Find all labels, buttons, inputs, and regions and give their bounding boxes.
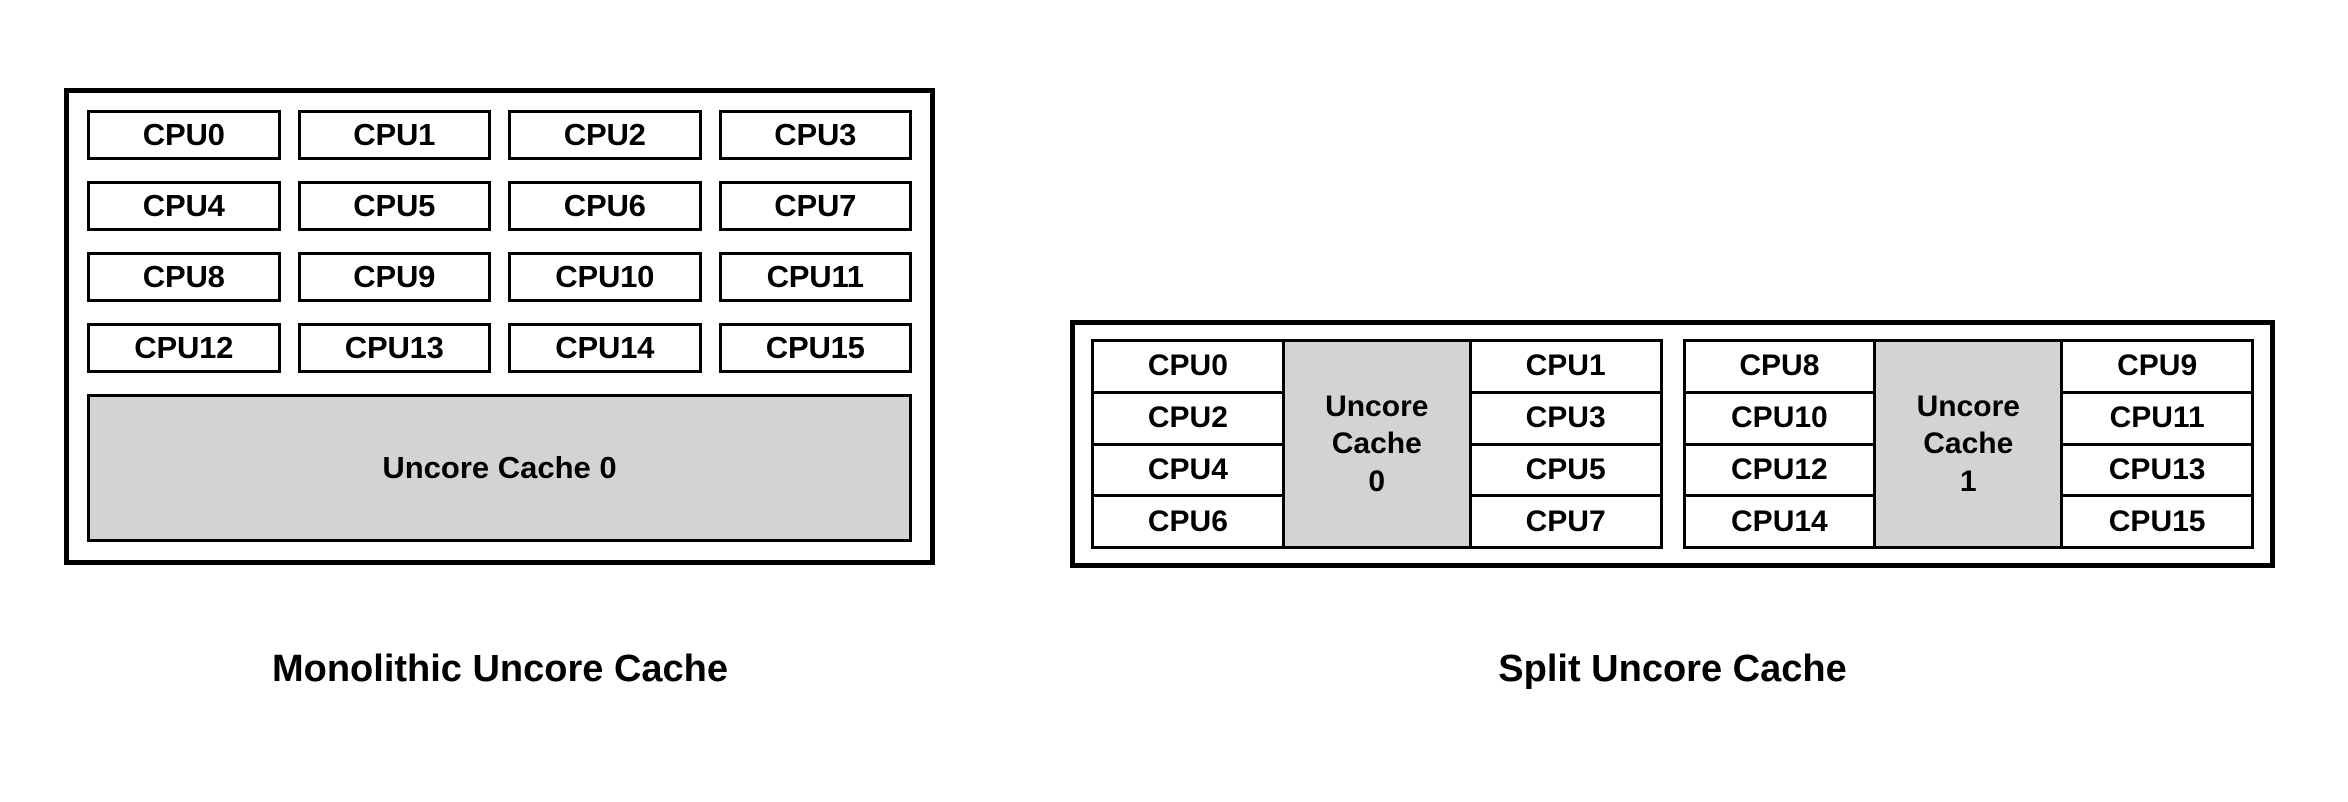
split-uncore-cache-diagram: CPU0 CPU2 CPU4 CPU6 Uncore Cache 0 CPU1 …: [1070, 320, 2275, 568]
cpu-box: CPU10: [1685, 393, 1874, 446]
cache-label-line: Uncore: [1916, 389, 2020, 423]
cpu-box: CPU12: [87, 323, 281, 373]
cpu-box: CPU1: [1471, 342, 1660, 394]
cpu-box: CPU5: [1471, 445, 1660, 498]
cpu-box: CPU12: [1685, 445, 1874, 498]
cpu-box: CPU7: [718, 181, 912, 231]
cpu-box: CPU6: [508, 181, 702, 231]
cpu-box: CPU13: [2063, 445, 2251, 498]
cpu-box: CPU0: [87, 110, 281, 160]
cpu-box: CPU9: [297, 252, 491, 302]
cpu-box: CPU14: [508, 323, 702, 373]
cluster-1-right-cpu-column: CPU9 CPU11 CPU13 CPU15: [2063, 342, 2251, 546]
cache-index-line: 1: [1959, 464, 1977, 498]
cpu-box: CPU4: [1094, 445, 1282, 498]
cpu-box: CPU15: [718, 323, 912, 373]
uncore-cache-block-1: Uncore Cache 1: [1873, 342, 2064, 546]
cache-label-line: Cache: [1923, 427, 2014, 461]
cpu-box: CPU8: [1685, 342, 1874, 394]
cpu-box: CPU14: [1685, 497, 1874, 546]
cpu-box: CPU11: [2063, 393, 2251, 446]
monolithic-cpu-grid: CPU0 CPU1 CPU2 CPU3 CPU4 CPU5 CPU6 CPU7 …: [87, 110, 912, 373]
cpu-box: CPU2: [1094, 393, 1282, 446]
cpu-box: CPU13: [297, 323, 491, 373]
cpu-box: CPU6: [1094, 497, 1282, 546]
cpu-box: CPU4: [87, 181, 281, 231]
monolithic-uncore-cache-diagram: CPU0 CPU1 CPU2 CPU3 CPU4 CPU5 CPU6 CPU7 …: [64, 88, 935, 565]
cpu-box: CPU3: [718, 110, 912, 160]
cluster-0-left-cpu-column: CPU0 CPU2 CPU4 CPU6: [1094, 342, 1282, 546]
cache-label-line: Uncore: [1325, 389, 1429, 423]
monolithic-inner-layout: CPU0 CPU1 CPU2 CPU3 CPU4 CPU5 CPU6 CPU7 …: [69, 93, 930, 560]
uncore-cache-block-0: Uncore Cache 0: [1281, 342, 1472, 546]
cluster-1: CPU8 CPU10 CPU12 CPU14 Uncore Cache 1 CP…: [1682, 339, 2254, 549]
cluster-1-left-cpu-column: CPU8 CPU10 CPU12 CPU14: [1685, 342, 1874, 546]
cpu-box: CPU5: [297, 181, 491, 231]
cpu-box: CPU15: [2063, 497, 2251, 546]
cpu-box: CPU9: [2063, 342, 2251, 394]
cpu-box: CPU11: [718, 252, 912, 302]
cpu-box: CPU3: [1471, 393, 1660, 446]
cpu-box: CPU7: [1471, 497, 1660, 546]
monolithic-caption: Monolithic Uncore Cache: [271, 648, 729, 690]
cpu-box: CPU8: [87, 252, 281, 302]
cpu-box: CPU2: [508, 110, 702, 160]
cache-index-line: 0: [1368, 464, 1386, 498]
split-caption: Split Uncore Cache: [1498, 648, 1847, 690]
cluster-0: CPU0 CPU2 CPU4 CPU6 Uncore Cache 0 CPU1 …: [1091, 339, 1663, 549]
cpu-box: CPU0: [1094, 342, 1282, 394]
cpu-box: CPU1: [297, 110, 491, 160]
cpu-box: CPU10: [508, 252, 702, 302]
cluster-0-right-cpu-column: CPU1 CPU3 CPU5 CPU7: [1471, 342, 1660, 546]
split-inner-layout: CPU0 CPU2 CPU4 CPU6 Uncore Cache 0 CPU1 …: [1075, 325, 2270, 563]
uncore-cache-block: Uncore Cache 0: [87, 394, 912, 542]
split-package-boundary: CPU0 CPU2 CPU4 CPU6 Uncore Cache 0 CPU1 …: [1070, 320, 2275, 568]
monolithic-package-boundary: CPU0 CPU1 CPU2 CPU3 CPU4 CPU5 CPU6 CPU7 …: [64, 88, 935, 565]
cache-label-line: Cache: [1331, 427, 1422, 461]
